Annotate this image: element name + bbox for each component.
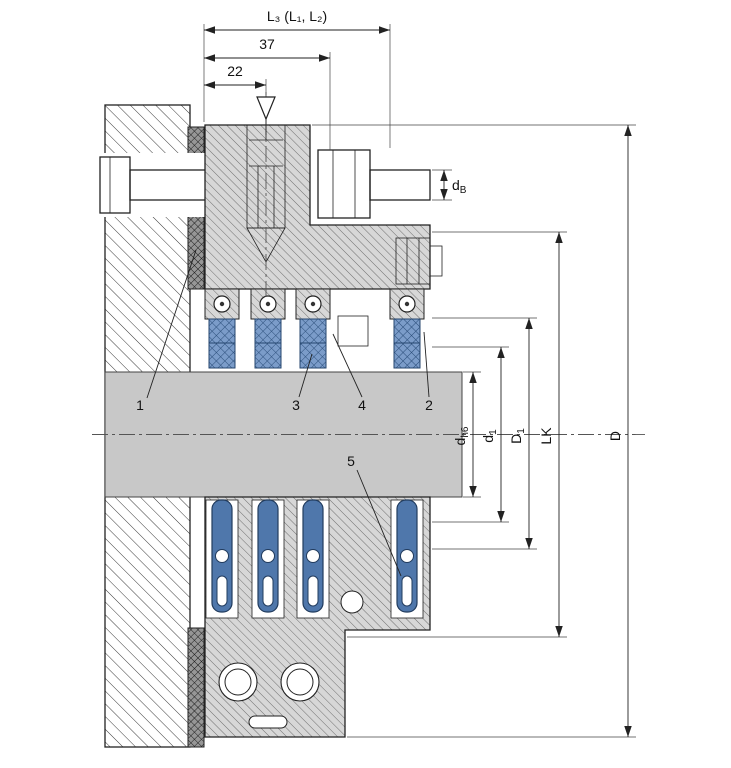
spacer-block: [337, 315, 369, 347]
dim-label-d1: d1: [480, 429, 499, 443]
pin-center: [404, 301, 410, 307]
dim-label-D: D: [607, 431, 623, 441]
dim-dh6: dh6: [452, 371, 481, 498]
callout-1-label: 1: [136, 397, 144, 413]
dim-label-L3: L₃ (L₁, L₂): [267, 8, 327, 24]
pin-slot: [401, 575, 413, 607]
callout-1: 1: [136, 249, 197, 413]
flange-hole-bore: [224, 668, 252, 696]
callout-4-label: 4: [358, 397, 366, 413]
flange-hole-bore: [286, 668, 314, 696]
hex-bolt-shank: [369, 169, 431, 201]
upper-pin-row: [204, 288, 425, 369]
dim-label-dh6: dh6: [452, 426, 471, 445]
body-hole: [340, 590, 364, 614]
pin-slot: [262, 575, 274, 607]
callout-3: 3: [292, 353, 313, 413]
dim-LK: LK: [347, 231, 567, 638]
seal-strip-bottom: [187, 627, 205, 748]
dim-overall-length: L₃ (L₁, L₂): [203, 8, 391, 148]
dim-D1: D1: [432, 317, 537, 550]
callout-2-label: 2: [425, 397, 433, 413]
wall-fixing-bolt: [99, 153, 209, 217]
bolt-clearance: [104, 153, 205, 217]
dim-d1: d1: [432, 346, 509, 523]
dim-label-D1: D1: [508, 428, 527, 444]
pin-hole: [306, 549, 320, 563]
pin-center: [219, 301, 225, 307]
dim-37: 37: [204, 36, 331, 150]
flange-slot: [248, 715, 288, 729]
pin-slot: [307, 575, 319, 607]
pin-slot: [216, 575, 228, 607]
dim-22: 22: [204, 63, 267, 95]
dim-label-dB: dB: [452, 177, 467, 196]
dim-D: D: [312, 124, 636, 738]
hex-bolt: [317, 149, 431, 219]
callout-3-label: 3: [292, 397, 300, 413]
pin-center: [310, 301, 316, 307]
pin-hole: [215, 549, 229, 563]
down-arrow-icon: [256, 96, 276, 121]
callout-5: 5: [347, 453, 402, 577]
hex-bolt-head: [317, 149, 371, 219]
side-plug: [395, 237, 443, 285]
dim-label-LK: LK: [538, 427, 554, 445]
dim-dB: dB: [432, 169, 467, 201]
pin-hole: [261, 549, 275, 563]
pin-hole: [400, 549, 414, 563]
callout-5-label: 5: [347, 453, 355, 469]
dim-label-22: 22: [227, 63, 243, 79]
coupling-body-lower: [204, 496, 431, 738]
callout-2: 2: [423, 331, 433, 413]
pin-center: [265, 301, 271, 307]
dim-label-37: 37: [259, 36, 275, 52]
mounting-arrow: [256, 96, 276, 140]
callout-4: 4: [332, 333, 366, 413]
